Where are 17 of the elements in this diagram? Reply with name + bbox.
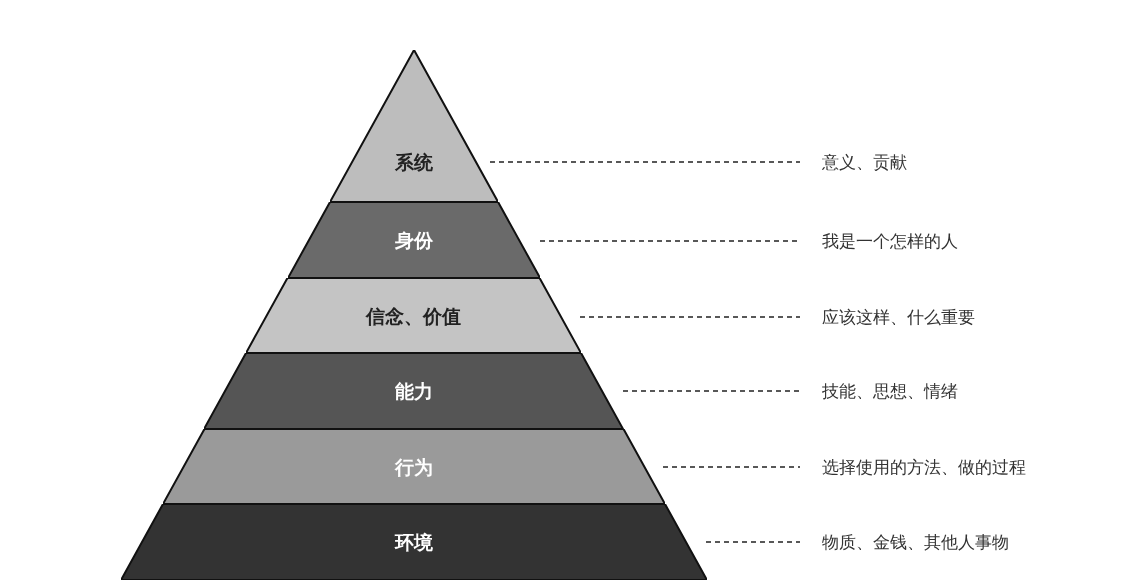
description-text: 物质、金钱、其他人事物	[822, 532, 1009, 552]
leader-line	[705, 541, 801, 543]
leader-line	[489, 161, 801, 163]
description-text: 应该这样、什么重要	[822, 307, 975, 327]
layer-label: 系统	[394, 150, 434, 175]
leader-line	[622, 390, 801, 392]
layer-label: 身份	[394, 228, 434, 253]
description-text: 选择使用的方法、做的过程	[822, 457, 1026, 477]
leader-line	[579, 316, 801, 318]
description-text: 意义、贡献	[822, 152, 907, 172]
layer-label: 能力	[394, 379, 434, 404]
layer-label: 行为	[393, 454, 434, 480]
description-text: 技能、思想、情绪	[822, 381, 958, 401]
layer-label: 环境	[393, 530, 434, 555]
layer-label: 信念、价值	[364, 303, 463, 329]
description-text: 我是一个怎样的人	[822, 231, 958, 251]
leader-line	[662, 466, 801, 468]
